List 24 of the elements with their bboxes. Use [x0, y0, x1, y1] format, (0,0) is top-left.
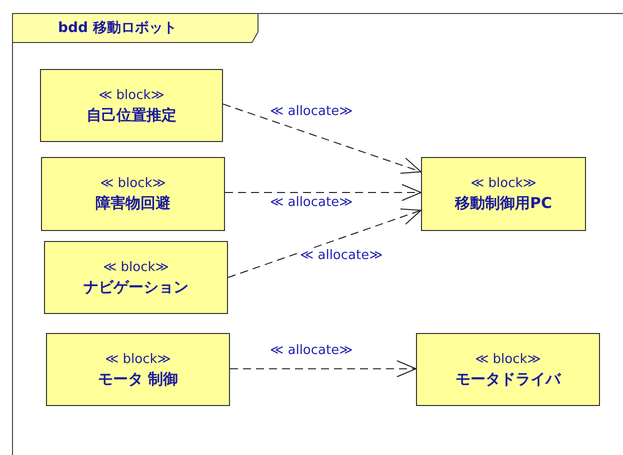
- stereotype-label: ≪ block≫: [100, 175, 166, 193]
- stereotype-label: ≪ block≫: [103, 258, 169, 276]
- dependency-arrow: [230, 360, 416, 378]
- stereotype-label: ≪ block≫: [98, 86, 164, 104]
- dependency-arrow: [228, 208, 422, 278]
- dependency-arrow: [224, 184, 422, 202]
- block-box: [41, 157, 225, 231]
- stereotype-label: ≪ block≫: [475, 350, 541, 368]
- block-box: [416, 333, 600, 406]
- stereotype-label: ≪ block≫: [105, 350, 171, 368]
- block-name: 移動制御用PC: [454, 193, 552, 213]
- dependency-arrow: [222, 104, 422, 174]
- block-box: [421, 157, 586, 231]
- stereotype-label: ≪ block≫: [470, 175, 536, 193]
- block-name: ナビゲーション: [84, 276, 188, 296]
- diagram-heading: bdd 移動ロボット: [58, 19, 177, 37]
- block-name: 障害物回避: [96, 193, 170, 213]
- block-box: [40, 69, 223, 142]
- diagram-frame: [12, 13, 623, 455]
- block-box: [46, 333, 230, 406]
- block-name: 自己位置推定: [86, 104, 176, 124]
- block-name: モータドライバ: [456, 368, 560, 388]
- block-box: [44, 241, 228, 314]
- block-name: モータ 制御: [98, 368, 178, 388]
